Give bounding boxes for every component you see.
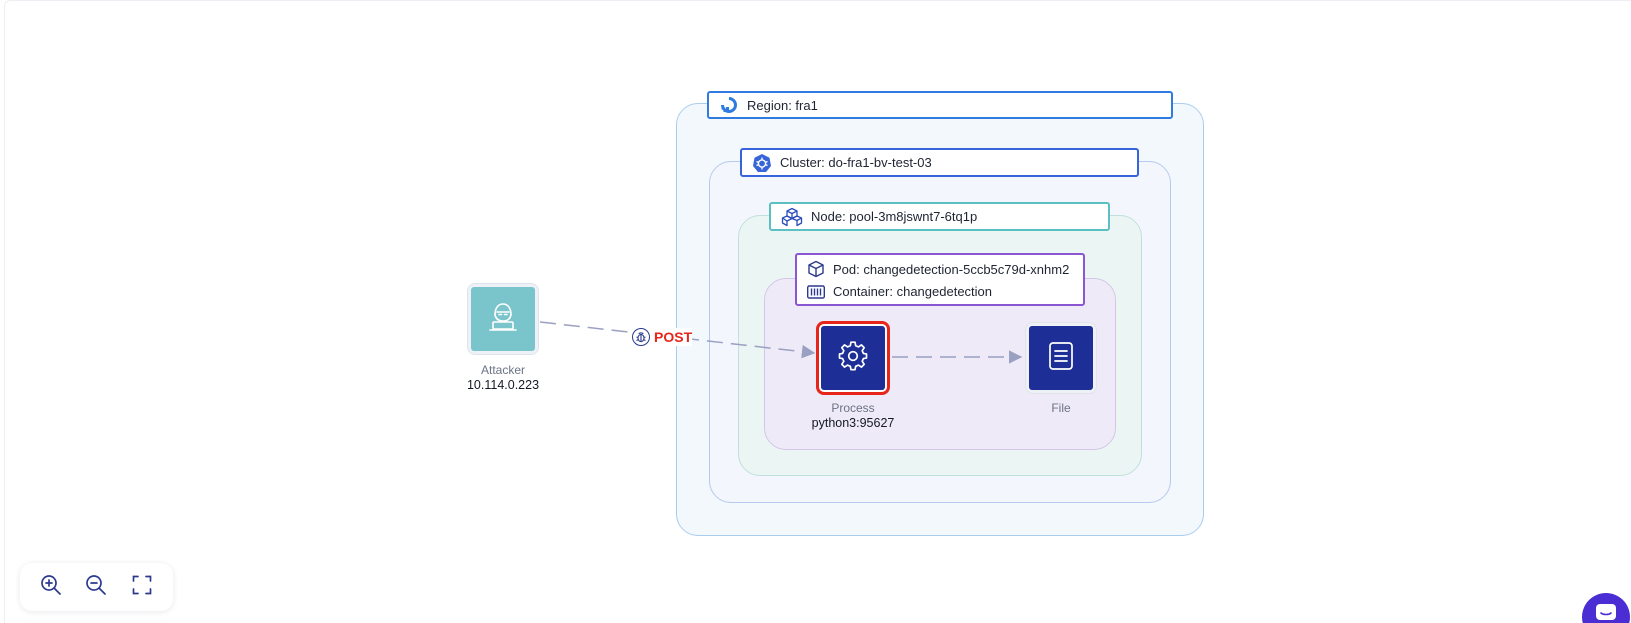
zoom-out-icon <box>85 574 107 601</box>
container-name: Container: changedetection <box>833 284 993 299</box>
bug-icon <box>632 328 650 346</box>
cluster-label[interactable]: Cluster: do-fra1-bv-test-03 <box>740 148 1139 177</box>
cube-icon <box>807 260 825 278</box>
attacker-caption: Attacker 10.114.0.223 <box>433 363 573 393</box>
file-caption: File <box>991 401 1131 416</box>
zoom-out-button[interactable] <box>80 571 112 603</box>
file-type: File <box>1051 401 1071 415</box>
pod-label[interactable]: Pod: changedetection-5ccb5c79d-xnhm2 Con… <box>795 253 1085 306</box>
process-name: python3:95627 <box>811 416 895 430</box>
digitalocean-icon <box>719 95 739 115</box>
fit-screen-button[interactable] <box>126 571 158 603</box>
gear-icon <box>838 340 868 376</box>
process-node[interactable] <box>816 321 890 395</box>
cubes-icon <box>781 207 803 227</box>
pod-name: Pod: changedetection-5ccb5c79d-xnhm2 <box>833 261 1070 277</box>
zoom-in-button[interactable] <box>35 571 67 603</box>
node-name: Node: pool-3m8jswnt7-6tq1p <box>811 209 978 224</box>
attack-edge-label[interactable]: POST <box>632 328 693 346</box>
process-type: Process <box>831 401 875 415</box>
chat-icon <box>1595 603 1617 623</box>
file-node[interactable] <box>1025 322 1097 394</box>
kubernetes-icon <box>752 153 772 173</box>
region-name: Region: fra1 <box>747 97 818 113</box>
attacker-type: Attacker <box>480 363 525 377</box>
attacker-node[interactable] <box>467 283 539 355</box>
hacker-icon <box>488 301 518 338</box>
region-label[interactable]: Region: fra1 <box>707 91 1173 119</box>
document-icon <box>1048 341 1074 376</box>
attacker-ip: 10.114.0.223 <box>466 378 540 392</box>
cluster-name: Cluster: do-fra1-bv-test-03 <box>780 155 932 170</box>
fit-screen-icon <box>132 575 152 600</box>
container-icon <box>807 284 825 299</box>
zoom-controls <box>20 563 173 611</box>
attack-method: POST <box>654 329 693 345</box>
process-caption: Process python3:95627 <box>783 401 923 431</box>
zoom-in-icon <box>40 574 62 601</box>
node-label[interactable]: Node: pool-3m8jswnt7-6tq1p <box>769 202 1110 231</box>
